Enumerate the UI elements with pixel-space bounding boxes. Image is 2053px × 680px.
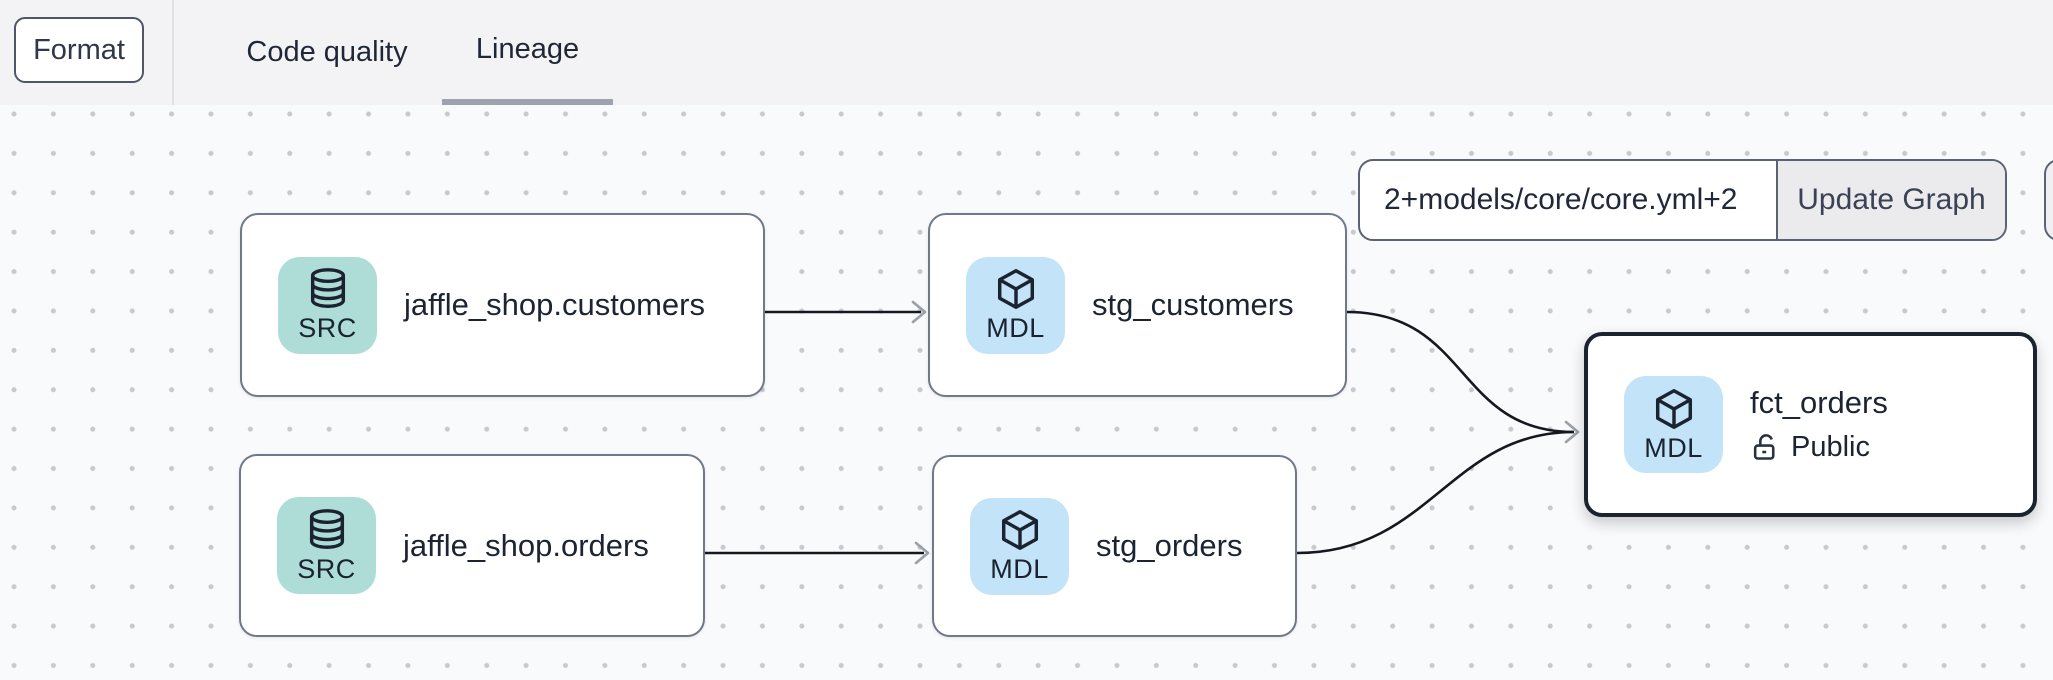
format-button[interactable]: Format: [14, 17, 144, 83]
node-type-label: MDL: [1644, 432, 1703, 463]
arrowhead-icon: [911, 300, 927, 324]
node-jaffle-shop-customers[interactable]: SRC jaffle_shop.customers: [240, 213, 765, 397]
lineage-canvas[interactable]: SRC jaffle_shop.customers MDL stg_custom…: [0, 105, 2053, 680]
node-label: jaffle_shop.orders: [403, 527, 649, 563]
node-type-label: SRC: [297, 553, 356, 584]
access-badge: Public: [1750, 431, 1888, 464]
cube-icon: [997, 269, 1034, 309]
node-label: stg_orders: [1096, 528, 1243, 563]
toolbar: Format Code quality Lineage: [0, 0, 2053, 105]
arrowhead-icon: [1564, 420, 1580, 444]
database-icon: [310, 268, 345, 308]
node-stg-orders[interactable]: MDL stg_orders: [932, 455, 1297, 637]
cube-icon: [1001, 510, 1038, 550]
database-icon: [309, 508, 344, 549]
update-graph-button[interactable]: Update Graph: [1776, 161, 2005, 239]
node-label: fct_orders: [1750, 385, 1888, 420]
selector-input[interactable]: [1360, 161, 1776, 239]
node-fct-orders[interactable]: MDL fct_orders Public: [1584, 332, 2037, 517]
graph-selector-group: Update Graph: [1358, 159, 2007, 241]
node-label: jaffle_shop.customers: [404, 287, 705, 322]
source-node-icon: SRC: [278, 256, 377, 354]
model-node-icon: MDL: [970, 497, 1069, 595]
cube-icon: [1655, 388, 1692, 429]
access-badge-label: Public: [1791, 431, 1870, 463]
node-label: stg_customers: [1092, 287, 1294, 322]
tab-code-quality[interactable]: Code quality: [246, 36, 408, 68]
node-type-label: MDL: [986, 313, 1045, 343]
edge-stgcustomers-to-fct: [1346, 310, 1575, 434]
clipped-right-button[interactable]: [2044, 159, 2053, 241]
edge-layer: [705, 300, 1580, 565]
arrowhead-icon: [914, 541, 930, 565]
model-node-icon: MDL: [1624, 376, 1723, 473]
node-type-label: MDL: [990, 554, 1049, 584]
node-jaffle-shop-orders[interactable]: SRC jaffle_shop.orders: [239, 454, 705, 637]
source-node-icon: SRC: [277, 497, 376, 594]
lock-open-icon: [1753, 434, 1775, 460]
tab-lineage[interactable]: Lineage: [442, 0, 613, 105]
model-node-icon: MDL: [966, 256, 1065, 354]
node-stg-customers[interactable]: MDL stg_customers: [928, 213, 1347, 397]
toolbar-divider: [172, 0, 174, 105]
edge-stgorders-to-fct: [1296, 430, 1575, 555]
node-type-label: SRC: [298, 313, 357, 343]
